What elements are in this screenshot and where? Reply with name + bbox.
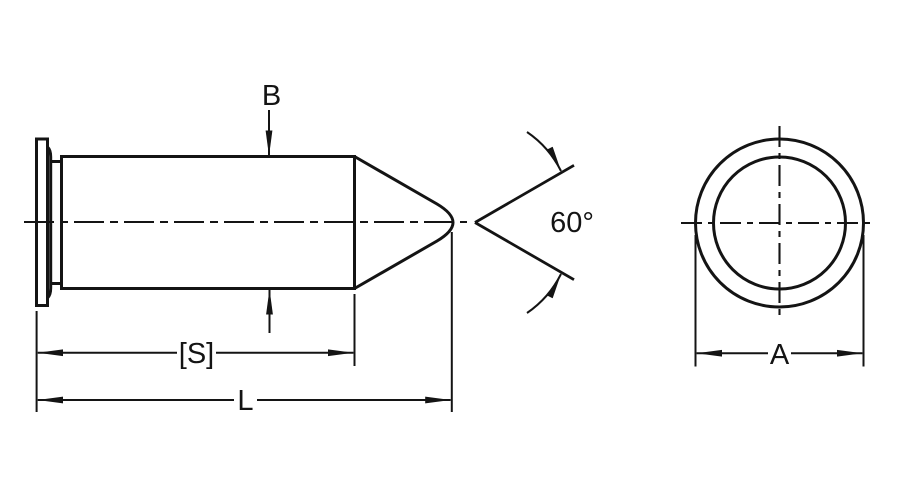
dimension-angle-label: 60°: [550, 207, 594, 239]
dimension-angle: 60°: [474, 131, 594, 314]
side-view: B [S] L: [24, 80, 594, 417]
dimension-l: L: [35, 232, 453, 417]
angle-face-line-upper: [474, 164, 575, 224]
end-view: A: [681, 126, 875, 371]
dimension-s-label: [S]: [179, 338, 214, 370]
dimension-a: A: [694, 235, 865, 371]
dimension-s: [S]: [37, 294, 356, 370]
dimension-a-label: A: [770, 339, 790, 371]
dimension-l-label: L: [237, 385, 253, 417]
angle-leader-lower: [526, 273, 562, 314]
dimension-b-label: B: [262, 80, 281, 112]
angle-face-line-lower: [474, 221, 575, 281]
angle-leader-upper: [526, 131, 562, 172]
dimension-b: B: [262, 80, 281, 333]
